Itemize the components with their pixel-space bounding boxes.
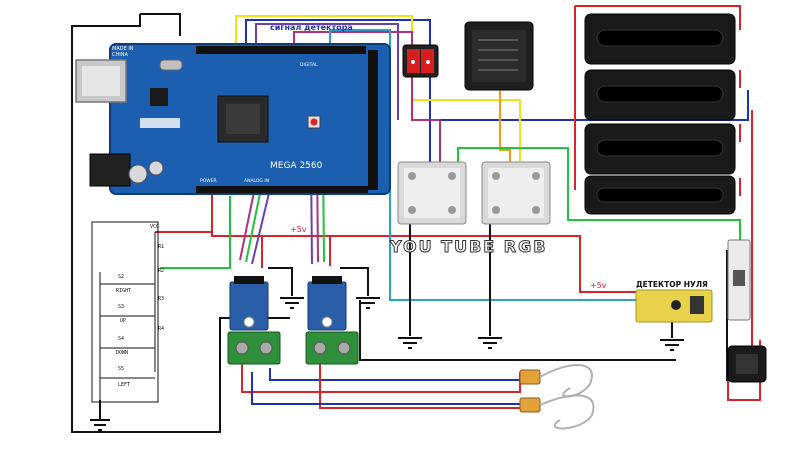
wire-green-keypad-analog <box>160 196 231 269</box>
analog-header-label: ANALOG IN <box>244 178 269 184</box>
ground-symbol-ssr1 <box>398 337 422 349</box>
max6675-module-1 <box>229 276 269 331</box>
ir-heater-3 <box>584 123 736 175</box>
digital-header-label: DIGITAL <box>300 62 318 68</box>
ssr-relay-2 <box>481 161 551 225</box>
analog-header-bottom <box>196 186 368 193</box>
mega-model-label: MEGA 2560 <box>270 161 323 171</box>
wire-red-tc1 <box>241 360 521 393</box>
capacitor-1 <box>128 164 148 184</box>
terminal-block-1 <box>227 331 281 365</box>
plus5v-label-right: +5v <box>590 281 607 290</box>
wire-red-tc2 <box>319 360 530 409</box>
china-label: CHINA <box>112 52 128 58</box>
keypad-s2-label: S2 <box>118 274 124 280</box>
digital-header-right <box>368 50 378 190</box>
keypad-r1-label: R1 <box>158 244 164 250</box>
keypad-right-label: RIGHT <box>116 288 131 294</box>
wire-blue-tc2 <box>251 372 520 405</box>
ir-heaters-group <box>584 13 736 215</box>
keypad-s5-label: S5 <box>118 366 124 372</box>
keypad-r3-label: R3 <box>158 296 164 302</box>
wire-black-bottom-run <box>359 300 676 361</box>
keypad-down-label: DOWN <box>116 350 128 356</box>
wire-red-5v-main <box>211 195 640 293</box>
keypad-r4-label: R4 <box>158 326 164 332</box>
thermocouple-2 <box>519 394 595 430</box>
youtube-watermark: YOU TUBE RGB <box>389 237 547 256</box>
ir-heater-2 <box>584 69 736 121</box>
digital-header-top <box>196 46 366 54</box>
wire-black-left-loop <box>71 14 290 433</box>
wire-green-long <box>457 147 741 240</box>
keypad-s3-label: S3 <box>118 304 124 310</box>
keypad-labels: VCC R1 R2 R3 R4 S2 RIGHT S3 UP S4 DOWN S… <box>116 224 164 388</box>
dc-power-jack <box>89 153 131 187</box>
made-in-label: MADE IN <box>112 46 134 52</box>
keypad-vcc-label: VCC <box>150 224 159 230</box>
keypad-up-label: UP <box>120 318 126 324</box>
ceramic-heater <box>464 21 534 91</box>
crystal <box>159 59 183 71</box>
wire-black-max1-gnd <box>268 267 293 296</box>
wire-black-max2-gnd <box>340 267 369 296</box>
ir-heater-4 <box>584 175 736 215</box>
ground-symbol-max1 <box>280 297 304 309</box>
power-header-label: POWER <box>200 178 217 184</box>
ground-symbol-ssr2 <box>478 337 502 349</box>
wire-black-usb-top <box>140 13 181 36</box>
wire-red-right-down <box>727 110 761 401</box>
circuit-breaker <box>727 239 751 321</box>
keypad-s4-label: S4 <box>118 336 124 342</box>
arduino-mega-board: MEGA 2560 MADE IN CHINA POWER ANALOG IN … <box>75 43 391 195</box>
ground-symbol-max2 <box>356 297 380 309</box>
ssr-relay-1 <box>397 161 467 225</box>
wire-cyan-detector <box>329 29 636 301</box>
capacitor-2 <box>148 160 164 176</box>
zero-cross-detector <box>635 289 713 323</box>
wire-blue-tc1 <box>269 368 528 381</box>
wire-red-heater-loop <box>575 5 741 30</box>
ground-symbol-detector <box>660 339 684 351</box>
wire-orange-heater <box>499 90 511 170</box>
zero-detector-label: ДЕТЕКТОР НУЛЯ <box>636 280 708 289</box>
ir-heater-1 <box>584 13 736 65</box>
plus5v-label-top: +5v <box>290 225 307 234</box>
keypad-schematic <box>91 221 159 403</box>
wire-purple-signal <box>255 23 399 120</box>
signal-detector-label: сигнал детектора <box>270 23 353 32</box>
power-socket <box>727 345 767 383</box>
thermocouple-1 <box>519 364 593 398</box>
keypad-left-label: LEFT <box>118 382 130 388</box>
ground-symbols <box>90 297 684 431</box>
max6675-module-2 <box>307 276 347 331</box>
ground-symbol-keypad <box>90 419 110 431</box>
terminal-block-2 <box>305 331 359 365</box>
rocker-switch[interactable] <box>402 44 439 78</box>
keypad-r2-label: R2 <box>158 268 164 274</box>
